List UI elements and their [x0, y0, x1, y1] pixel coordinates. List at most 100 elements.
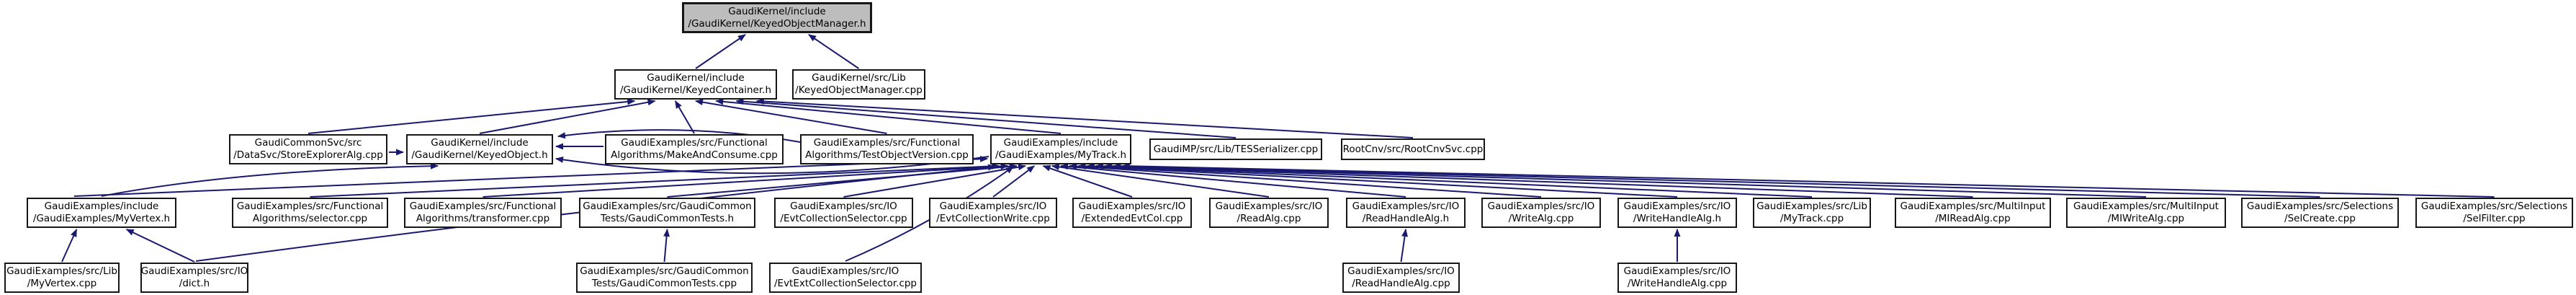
include-edge-mytrack-cpp-to-mytrack-h — [1086, 162, 1813, 198]
node-label-line: GaudiExamples/src/IO — [1487, 201, 1595, 212]
include-edge-keyedobjectmanager-cpp-to-root — [808, 34, 860, 69]
node-label-line: /ReadHandleAlg.cpp — [1352, 278, 1450, 289]
graph-node-myvertex-h[interactable]: GaudiExamples/include/GaudiExamples/MyVe… — [27, 198, 176, 228]
graph-node-writehandlealg-cpp[interactable]: GaudiExamples/src/IO/WriteHandleAlg.cpp — [1617, 263, 1737, 293]
include-edge-keyedobject-h-to-keyedcontainer-h — [479, 99, 656, 134]
node-label-line: /MIReadAlg.cpp — [1935, 213, 2011, 224]
graph-node-writehandlealg-h[interactable]: GaudiExamples/src/IO/WriteHandleAlg.h — [1617, 198, 1737, 228]
graph-node-storeexploreralg-cpp[interactable]: GaudiCommonSvc/src/DataSvc/StoreExplorer… — [229, 134, 387, 164]
node-label-line: GaudiExamples/src/IO — [791, 265, 899, 277]
node-label-line: GaudiExamples/src/Functional — [813, 137, 961, 149]
node-label-line: GaudiKernel/src/Lib — [812, 72, 906, 84]
include-edge-extendedevtcol-cpp-to-mytrack-h — [1042, 165, 1133, 198]
graph-node-keyedobject-h[interactable]: GaudiKernel/include/GaudiKernel/KeyedObj… — [406, 134, 553, 164]
graph-node-readhandlealg-cpp[interactable]: GaudiExamples/src/IO/ReadHandleAlg.cpp — [1342, 263, 1460, 293]
graph-node-keyedobjectmanager-cpp[interactable]: GaudiKernel/src/Lib/KeyedObjectManager.c… — [792, 69, 925, 100]
graph-node-keyedcontainer-h[interactable]: GaudiKernel/include/GaudiKernel/KeyedCon… — [614, 69, 777, 100]
node-label-line: GaudiExamples/src/Selections — [2420, 201, 2568, 212]
include-edge-mireadalg-cpp-to-mytrack-h — [1095, 162, 1973, 198]
node-label-line: /EvtCollectionWrite.cpp — [936, 213, 1050, 224]
graph-node-readhandlealg-h[interactable]: GaudiExamples/src/IO/ReadHandleAlg.h — [1346, 198, 1466, 228]
include-edge-storeexploreralg-cpp-to-keyedcontainer-h — [308, 98, 636, 134]
node-label-line: GaudiCommonSvc/src — [254, 137, 362, 149]
node-label-line: GaudiExamples/src/Functional — [409, 201, 557, 212]
node-label-line: /DataSvc/StoreExplorerAlg.cpp — [233, 149, 383, 161]
include-edge-testobjectversion-cpp-to-keyedcontainer-h — [695, 99, 887, 134]
graph-node-evtcollectionwrite-cpp[interactable]: GaudiExamples/src/IO/EvtCollectionWrite.… — [929, 198, 1057, 228]
node-label-line: /GaudiExamples/MyTrack.h — [995, 149, 1127, 161]
node-label-line: GaudiExamples/src/Lib — [6, 265, 117, 277]
include-edge-keyedcontainer-h-to-root — [695, 34, 746, 69]
include-edge-mytrack-h-to-keyedcontainer-h — [715, 98, 1062, 134]
graph-node-dict-h[interactable]: GaudiExamples/src/IO/dict.h — [140, 263, 248, 293]
include-edge-dict-h-to-myvertex-h — [125, 229, 195, 263]
node-label-line: /WriteAlg.cpp — [1508, 213, 1574, 224]
graph-node-rootcnvsvc-cpp[interactable]: RootCnv/src/RootCnvSvc.cpp — [1341, 138, 1485, 160]
node-label-line: Algorithms/TestObjectVersion.cpp — [805, 149, 969, 161]
include-edge-miwritealg-cpp-to-mytrack-h — [1104, 162, 2147, 198]
graph-node-tesserializer-cpp[interactable]: GaudiMP/src/Lib/TESSerializer.cpp — [1149, 138, 1322, 160]
graph-node-myvertex-cpp[interactable]: GaudiExamples/src/Lib/MyVertex.cpp — [4, 263, 120, 293]
node-label-line: GaudiExamples/src/MultiInput — [1900, 201, 2046, 212]
include-edge-writealg-cpp-to-mytrack-h — [1069, 163, 1542, 198]
node-label-line: Tests/GaudiCommonTests.h — [600, 213, 735, 224]
node-label-line: /WriteHandleAlg.cpp — [1627, 278, 1728, 289]
node-label-line: /EvtExtCollectionSelector.cpp — [773, 278, 917, 289]
node-label-line: Algorithms/transformer.cpp — [416, 213, 550, 224]
include-edge-readhandlealg-h-to-mytrack-h — [1060, 163, 1406, 198]
include-edge-evtcollectionselector-cpp-to-mytrack-h — [843, 164, 1026, 198]
graph-node-selcreate-cpp[interactable]: GaudiExamples/src/Selections/SelCreate.c… — [2241, 198, 2399, 228]
node-label-line: GaudiExamples/src/Selections — [2246, 201, 2394, 212]
node-label-line: /GaudiKernel/KeyedObject.h — [411, 149, 548, 161]
node-label-line: /dict.h — [179, 278, 210, 289]
node-label-line: Algorithms/selector.cpp — [252, 213, 368, 224]
node-label-line: GaudiExamples/include — [1003, 137, 1118, 149]
include-edge-selector-cpp-to-mytrack-h — [310, 162, 1000, 198]
graph-node-mytrack-cpp[interactable]: GaudiExamples/src/Lib/MyTrack.cpp — [1753, 198, 1871, 228]
graph-node-evtextcollectionselector-cpp[interactable]: GaudiExamples/src/IO/EvtExtCollectionSel… — [769, 263, 922, 293]
include-edge-gaudicommontests-cpp-to-gaudicommontests-h — [663, 229, 670, 263]
include-edge-evtcollectionwrite-cpp-to-mytrack-h — [992, 165, 1036, 198]
node-label-line: /GaudiKernel/KeyedContainer.h — [619, 84, 772, 96]
include-edge-writehandlealg-h-to-mytrack-h — [1077, 163, 1678, 198]
graph-node-extendedevtcol-cpp[interactable]: GaudiExamples/src/IO/ExtendedEvtCol.cpp — [1072, 198, 1192, 228]
graph-node-readalg-cpp[interactable]: GaudiExamples/src/IO/ReadAlg.cpp — [1209, 198, 1329, 228]
node-label-line: GaudiKernel/include — [431, 137, 529, 149]
node-label-line: GaudiExamples/src/IO — [1352, 201, 1460, 212]
node-label-line: GaudiExamples/src/IO — [1215, 201, 1323, 212]
graph-node-selfilter-cpp[interactable]: GaudiExamples/src/Selections/SelFilter.c… — [2415, 198, 2573, 228]
node-label-line: GaudiExamples/src/MultiInput — [2073, 201, 2219, 212]
graph-node-mireadalg-cpp[interactable]: GaudiExamples/src/MultiInput/MIReadAlg.c… — [1895, 198, 2051, 228]
node-label-line: /SelCreate.cpp — [2284, 213, 2356, 224]
include-edge-myvertex-h-to-keyedobject-h — [101, 162, 439, 197]
node-label-line: GaudiExamples/src/Functional — [621, 137, 768, 149]
node-label-line: GaudiExamples/src/IO — [140, 265, 248, 277]
node-label-line: GaudiExamples/src/GaudiCommon — [583, 201, 752, 212]
node-label-line: /ExtendedEvtCol.cpp — [1081, 213, 1183, 224]
node-label-line: /MIWriteAlg.cpp — [2107, 213, 2185, 224]
node-label-line: /MyVertex.cpp — [27, 278, 97, 289]
node-label-line: /KeyedObjectManager.cpp — [795, 84, 923, 96]
graph-node-mytrack-h[interactable]: GaudiExamples/include/GaudiExamples/MyTr… — [990, 134, 1131, 164]
node-label-line: GaudiKernel/include — [728, 5, 826, 17]
node-label-line: RootCnv/src/RootCnvSvc.cpp — [1342, 143, 1484, 155]
node-label-line: GaudiKernel/include — [647, 72, 745, 84]
graph-node-miwritealg-cpp[interactable]: GaudiExamples/src/MultiInput/MIWriteAlg.… — [2066, 198, 2226, 228]
graph-node-evtcollectionselector-cpp[interactable]: GaudiExamples/src/IO/EvtCollectionSelect… — [774, 198, 913, 228]
include-edge-selfilter-cpp-to-mytrack-h — [1121, 162, 2495, 198]
node-label-line: /ReadHandleAlg.h — [1362, 213, 1450, 224]
node-label-line: GaudiExamples/src/IO — [939, 201, 1047, 212]
node-label-line: GaudiExamples/src/IO — [1347, 265, 1455, 277]
include-edge-tesserializer-cpp-to-keyedcontainer-h — [735, 98, 1237, 138]
graph-node-writealg-cpp[interactable]: GaudiExamples/src/IO/WriteAlg.cpp — [1481, 198, 1601, 228]
node-label-line: /MyTrack.cpp — [1780, 213, 1844, 224]
node-label-line: Tests/GaudiCommonTests.cpp — [591, 278, 737, 289]
node-label-line: GaudiExamples/src/Functional — [236, 201, 384, 212]
